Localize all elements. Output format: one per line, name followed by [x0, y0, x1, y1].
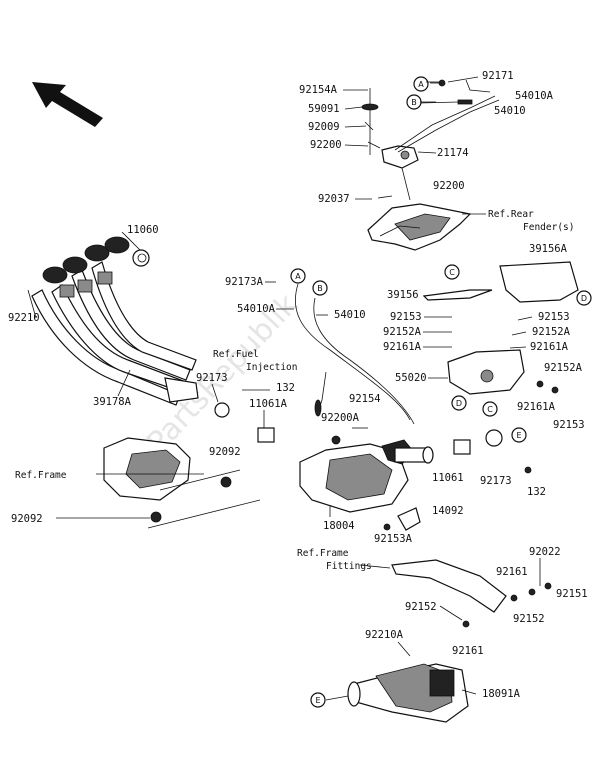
label-92153-right: 92153: [538, 311, 570, 323]
label-92092-b: 92092: [11, 513, 43, 525]
muffler-bracket: [391, 559, 552, 628]
label-92161a-right2: 92161A: [517, 401, 556, 413]
label-39178a: 39178A: [93, 396, 132, 408]
exhaust-header-pipes: [31, 236, 199, 406]
label-54010-mid: 54010: [334, 309, 366, 321]
label-92152a-left: 92152A: [383, 326, 422, 338]
svg-text:C: C: [487, 405, 493, 414]
svg-text:B: B: [411, 98, 417, 107]
label-92210a: 92210A: [365, 629, 404, 641]
callout-d-top: D: [576, 290, 592, 306]
label-92200-b: 92200: [433, 180, 465, 192]
label-21174: 21174: [437, 147, 469, 159]
label-92161-a: 92161: [496, 566, 528, 578]
label-92151: 92151: [556, 588, 588, 600]
svg-text:E: E: [315, 696, 320, 705]
label-92173-left: 92173: [196, 372, 228, 384]
label-39156: 39156: [387, 289, 419, 301]
bracket-55020: [447, 349, 559, 395]
label-fender: Fender(s): [523, 222, 574, 233]
callout-e-mid: E: [511, 427, 527, 443]
label-54010a-top: 54010A: [515, 90, 554, 102]
label-92009: 92009: [308, 121, 340, 133]
muffler: [347, 663, 469, 723]
callout-d-mid: D: [451, 395, 467, 411]
label-92161-b: 92161: [452, 645, 484, 657]
label-18091a: 18091A: [482, 688, 521, 700]
label-92200a: 92200A: [321, 412, 360, 424]
label-132-left: 132: [276, 382, 295, 394]
callout-b-top: B: [406, 94, 422, 110]
label-92153-left: 92153: [390, 311, 422, 323]
label-injection: Injection: [246, 362, 297, 373]
front-direction-arrow-icon: [32, 82, 103, 127]
label-55020: 55020: [395, 372, 427, 384]
label-18004: 18004: [323, 520, 355, 532]
label-92092-a: 92092: [209, 446, 241, 458]
label-92161a-right: 92161A: [530, 341, 569, 353]
exhaust-chamber: [299, 439, 434, 531]
svg-text:A: A: [295, 272, 301, 281]
label-92154a: 92154A: [299, 84, 338, 96]
label-11061a: 11061A: [249, 398, 288, 410]
label-92152a-right2: 92152A: [544, 362, 583, 374]
label-11060: 11060: [127, 224, 159, 236]
heat-shield: [103, 437, 261, 529]
label-ref-frame: Ref.Frame: [15, 470, 67, 481]
svg-text:B: B: [317, 284, 323, 293]
label-92153a: 92153A: [374, 533, 413, 545]
label-11061: 11061: [432, 472, 464, 484]
label-92022: 92022: [529, 546, 561, 558]
label-92152a-right: 92152A: [532, 326, 571, 338]
label-54010a-mid: 54010A: [237, 303, 276, 315]
label-132-right: 132: [527, 486, 546, 498]
label-92037: 92037: [318, 193, 350, 205]
callout-b-mid: B: [312, 280, 328, 296]
label-92161a-left: 92161A: [383, 341, 422, 353]
label-39156a: 39156A: [529, 243, 568, 255]
svg-text:C: C: [449, 268, 455, 277]
exhaust-cables: [294, 283, 415, 425]
leader-lines: [27, 76, 541, 701]
label-14092: 14092: [432, 505, 464, 517]
insulator-plates: [422, 261, 579, 303]
label-ref-frame-fittings-1: Ref.Frame: [297, 548, 349, 559]
callout-e-bottom: E: [310, 692, 326, 708]
label-ref-fuel: Ref.Fuel: [213, 349, 259, 360]
callout-a-mid: A: [290, 268, 306, 284]
cable-bracket-assembly: [361, 79, 500, 251]
label-92154: 92154: [349, 393, 381, 405]
callout-a-top: A: [413, 76, 429, 92]
label-92210: 92210: [8, 312, 40, 324]
label-92153-right2: 92153: [553, 419, 585, 431]
label-ref-rear: Ref.Rear: [488, 209, 534, 220]
part-labels: 92171 54010A 54010 92154A 59091 92009 92…: [8, 70, 588, 700]
label-92200-a: 92200: [310, 139, 342, 151]
label-92152-a: 92152: [405, 601, 437, 613]
callout-c-mid: C: [482, 401, 498, 417]
label-59091: 59091: [308, 103, 340, 115]
clamps-and-gaskets: [214, 402, 532, 474]
label-92173-right: 92173: [480, 475, 512, 487]
label-92171: 92171: [482, 70, 514, 82]
label-ref-frame-fittings-2: Fittings: [326, 561, 372, 572]
label-92173a: 92173A: [225, 276, 264, 288]
label-54010-top: 54010: [494, 105, 526, 117]
svg-text:A: A: [418, 80, 424, 89]
svg-text:E: E: [516, 431, 521, 440]
svg-text:D: D: [456, 399, 462, 408]
svg-text:D: D: [581, 294, 587, 303]
callout-c-top: C: [444, 264, 460, 280]
label-92152-b: 92152: [513, 613, 545, 625]
